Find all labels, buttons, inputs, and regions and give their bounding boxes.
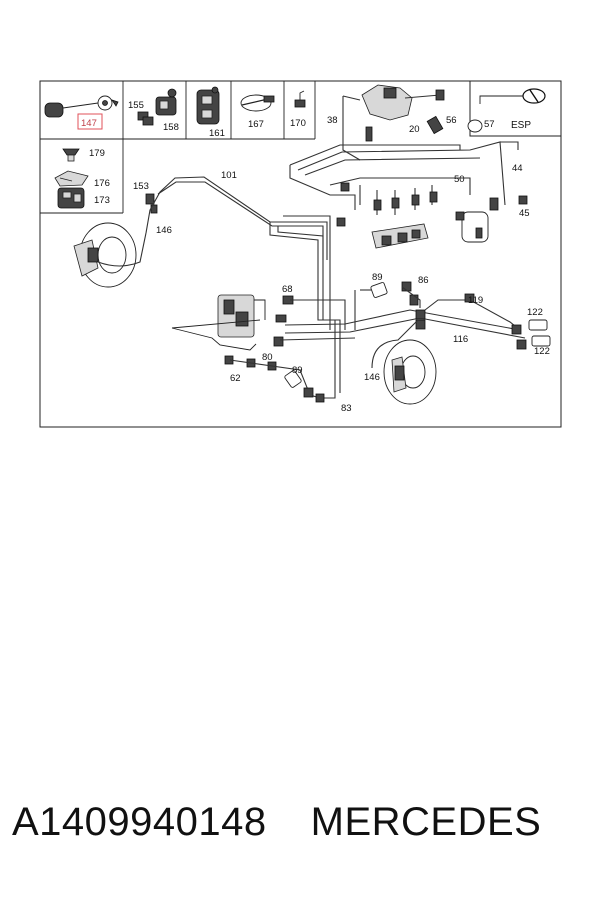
callout-158: 158	[163, 122, 179, 133]
callout-116: 116	[453, 334, 468, 345]
callout-56: 56	[446, 115, 457, 126]
callout-45: 45	[519, 208, 530, 219]
front-right-brake-disc	[371, 319, 437, 405]
front-left-brake-disc	[73, 222, 147, 288]
part-45-sensor	[518, 195, 528, 205]
part-179-grommet	[62, 148, 80, 162]
callout-176: 176	[94, 178, 110, 189]
part-173-mount	[57, 187, 85, 209]
callout-83: 83	[341, 403, 352, 414]
callout-122-top: 122	[527, 307, 543, 318]
callout-122-bottom: 122	[534, 346, 550, 357]
callout-86: 86	[418, 275, 429, 286]
esp-panel: ESP	[469, 80, 562, 137]
brake-pressure-regulator	[217, 294, 266, 338]
part-158-holder	[155, 88, 177, 116]
master-cylinder	[361, 84, 445, 121]
part-153-grommet	[145, 193, 158, 214]
highlight-box-147	[77, 113, 103, 130]
part-161-bracket	[196, 86, 220, 125]
upper-brake-lines	[289, 141, 519, 227]
part-147-clamp	[44, 95, 119, 118]
callout-38: 38	[327, 115, 338, 126]
parts-panel-top	[40, 81, 316, 214]
part-89-connector-lower	[284, 370, 302, 388]
part-86-fitting	[401, 281, 419, 306]
esp-label: ESP	[511, 120, 531, 131]
callout-161: 161	[209, 128, 225, 139]
callout-89-lower: 89	[292, 365, 303, 376]
part-122-fittings	[511, 319, 551, 350]
hydraulic-valve-block	[371, 223, 429, 249]
callout-62: 62	[230, 373, 241, 384]
callout-68: 68	[282, 284, 293, 295]
callout-89-upper: 89	[372, 272, 383, 283]
callout-101: 101	[221, 170, 237, 181]
part-170-plug	[294, 90, 306, 108]
part-83-fitting	[303, 387, 325, 403]
part-number: A1409940148	[12, 800, 267, 844]
callout-153: 153	[133, 181, 149, 192]
part-57-cap	[426, 115, 483, 135]
callout-146-right: 146	[364, 372, 380, 383]
callout-173: 173	[94, 195, 110, 206]
abs-accumulator	[455, 197, 499, 243]
callout-147: 147	[81, 118, 97, 129]
callout-155: 155	[128, 100, 144, 111]
caption-bar: A1409940148 MERCEDES	[12, 800, 592, 860]
diagram-frame	[39, 80, 562, 428]
brand-name: MERCEDES	[310, 800, 542, 844]
callout-167: 167	[248, 119, 264, 130]
callout-80: 80	[262, 352, 273, 363]
callout-146-left: 146	[156, 225, 172, 236]
brake-line-diagram: ESP 147 155 158 161 167 170	[39, 80, 562, 428]
callout-44: 44	[512, 163, 523, 174]
part-89-connector-upper	[370, 282, 388, 298]
part-176-bracket	[54, 170, 89, 187]
callout-57: 57	[484, 119, 495, 130]
callout-20: 20	[409, 124, 420, 135]
part-155-clip	[137, 111, 154, 126]
part-167-clip	[240, 94, 275, 112]
callout-170: 170	[290, 118, 306, 129]
callout-119: 119	[468, 295, 483, 306]
callout-179: 179	[89, 148, 105, 159]
callout-50: 50	[454, 174, 465, 185]
